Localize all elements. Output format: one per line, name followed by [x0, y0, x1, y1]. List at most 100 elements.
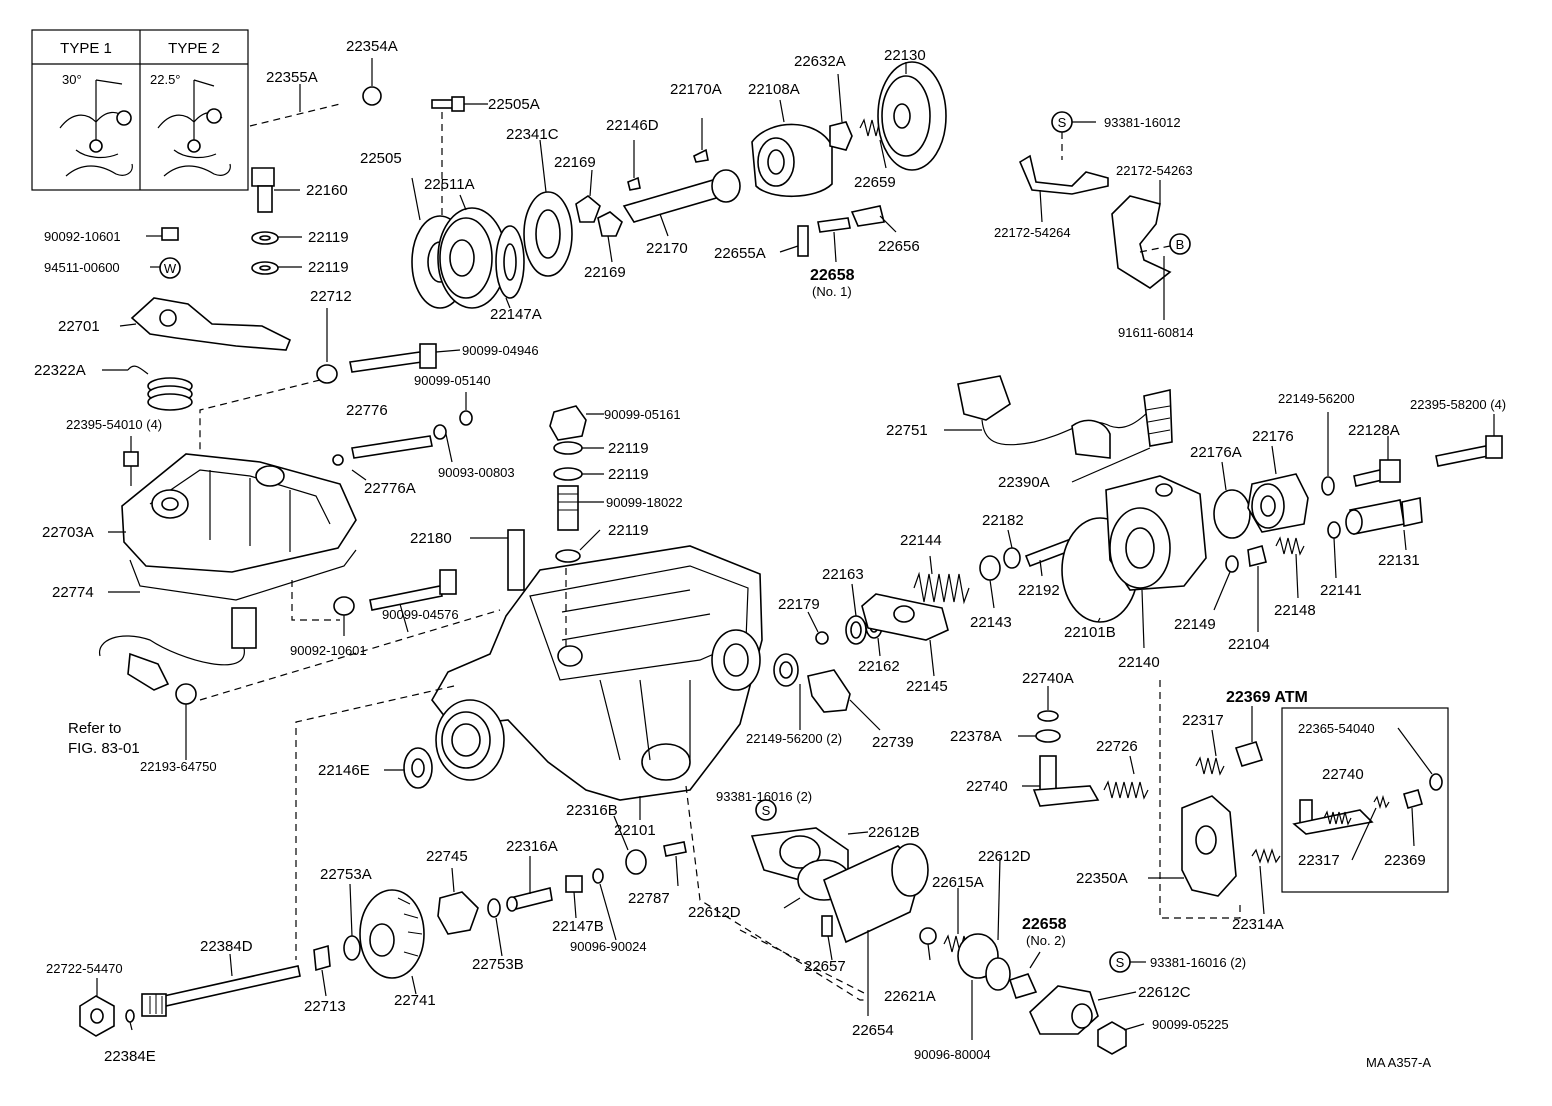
- part-label: 22140: [1118, 654, 1160, 671]
- part-label: 90099-18022: [606, 495, 683, 510]
- fittings-stack: [470, 405, 604, 591]
- part-label: 93381-16016 (2): [716, 789, 812, 804]
- type1-sketch: [59, 79, 133, 177]
- part-label: 22395-54010 (4): [66, 417, 162, 432]
- part-label: 22141: [1320, 582, 1362, 599]
- part-label: 22505: [360, 150, 402, 167]
- type2-label: TYPE 2: [168, 40, 220, 57]
- part-label: 22713: [304, 998, 346, 1015]
- part-label: 22179: [778, 596, 820, 613]
- pin-lever-group: [779, 205, 897, 263]
- part-label: 22612D: [688, 904, 741, 921]
- part-label: 93381-16016 (2): [1150, 955, 1246, 970]
- part-label: 22390A: [998, 474, 1050, 491]
- part-label: 22119: [608, 522, 649, 539]
- part-label: 22149-56200 (2): [746, 731, 842, 746]
- part-label: 22104: [1228, 636, 1270, 653]
- part-label: 90099-05225: [1152, 1017, 1229, 1032]
- part-label: 22621A: [884, 988, 936, 1005]
- part-label: 94511-00600: [44, 260, 120, 275]
- part-label: 22657: [804, 958, 846, 975]
- type-inset: TYPE 1 TYPE 2 30° 22.5°: [31, 29, 249, 191]
- part-label: 22612D: [978, 848, 1031, 865]
- part-label: 22149: [1174, 616, 1216, 633]
- part-label: 22753B: [472, 956, 524, 973]
- distributor-head-group: [807, 412, 1503, 677]
- part-label: 22119: [308, 259, 349, 276]
- part-label: 22170A: [670, 81, 722, 98]
- part-label: 22701: [58, 318, 100, 335]
- part-label: 22101B: [1064, 624, 1116, 641]
- part-label: 22654: [852, 1022, 894, 1039]
- atm-inset: 22369 ATM: [1226, 689, 1449, 893]
- plug-22739: [773, 653, 881, 731]
- part-label: 90093-00803: [438, 465, 515, 480]
- pump-body: [431, 545, 763, 820]
- part-label: 22316B: [566, 802, 618, 819]
- part-label: 22745: [426, 848, 468, 865]
- s-symbol-2: S: [762, 803, 771, 818]
- s-symbol-1: S: [1058, 115, 1067, 130]
- part-label: 22193-64750: [140, 759, 217, 774]
- part-label: 22378A: [950, 728, 1002, 745]
- part-label: 22776A: [364, 480, 416, 497]
- part-label: 90099-04576: [382, 607, 459, 622]
- part-label: 22128A: [1348, 422, 1400, 439]
- part-label: 22192: [1018, 582, 1060, 599]
- governor-cover-group: [102, 297, 473, 636]
- part-label: 22395-58200 (4): [1410, 397, 1506, 412]
- part-label: 22703A: [42, 524, 94, 541]
- part-label: 90092-10601: [44, 229, 121, 244]
- timer-group: [1018, 680, 1281, 919]
- part-label: 22384D: [200, 938, 253, 955]
- part-label: 22615A: [932, 874, 984, 891]
- part-label: 22365-54040: [1298, 721, 1375, 736]
- part-label: 22172-54263: [1116, 163, 1193, 178]
- s-symbol-3: S: [1116, 955, 1125, 970]
- part-label: 22148: [1274, 602, 1316, 619]
- part-label: 22741: [394, 992, 436, 1009]
- part-label: 90099-05140: [414, 373, 491, 388]
- part-label: 93381-16012: [1104, 115, 1181, 130]
- part-label: 22180: [410, 530, 452, 547]
- upper-left-parts: [146, 58, 488, 275]
- part-label: (No. 1): [812, 284, 852, 299]
- part-label: 22314A: [1232, 916, 1284, 933]
- part-label: 22355A: [266, 69, 318, 86]
- part-label: 22505A: [488, 96, 540, 113]
- part-label: 22787: [628, 890, 670, 907]
- part-label: 90099-04946: [462, 343, 539, 358]
- part-label: 22739: [872, 734, 914, 751]
- part-label: 22162: [858, 658, 900, 675]
- part-label: 22170: [646, 240, 688, 257]
- part-label: 22317: [1298, 852, 1340, 869]
- part-label: 22776: [346, 402, 388, 419]
- part-label: 22658: [810, 267, 855, 284]
- part-label: 22354A: [346, 38, 398, 55]
- type2-sketch: [157, 79, 231, 177]
- part-label: 91611-60814: [1118, 325, 1194, 340]
- part-label: 22149-56200: [1278, 391, 1355, 406]
- part-label: 22726: [1096, 738, 1138, 755]
- drive-shaft-assembly: [411, 61, 947, 309]
- part-label: 22101: [614, 822, 656, 839]
- part-label: 22350A: [1076, 870, 1128, 887]
- left-sensor: [99, 607, 501, 760]
- part-label: 22176A: [1190, 444, 1242, 461]
- part-label: 22632A: [794, 53, 846, 70]
- part-label: 22740: [966, 778, 1008, 795]
- part-label: 22322A: [34, 362, 86, 379]
- part-label: 22163: [822, 566, 864, 583]
- angle1-label: 30°: [62, 72, 82, 87]
- part-label: 22740A: [1022, 670, 1074, 687]
- part-label: 22169: [554, 154, 596, 171]
- atm-title: 22369 ATM: [1226, 689, 1308, 706]
- part-label: 22145: [906, 678, 948, 695]
- part-label: 22160: [306, 182, 348, 199]
- part-label: 22176: [1252, 428, 1294, 445]
- b-symbol: B: [1176, 237, 1185, 252]
- part-label: 22384E: [104, 1048, 156, 1065]
- type1-label: TYPE 1: [60, 40, 112, 57]
- part-label: 22146E: [318, 762, 370, 779]
- upper-right-brackets: S B: [1018, 111, 1191, 320]
